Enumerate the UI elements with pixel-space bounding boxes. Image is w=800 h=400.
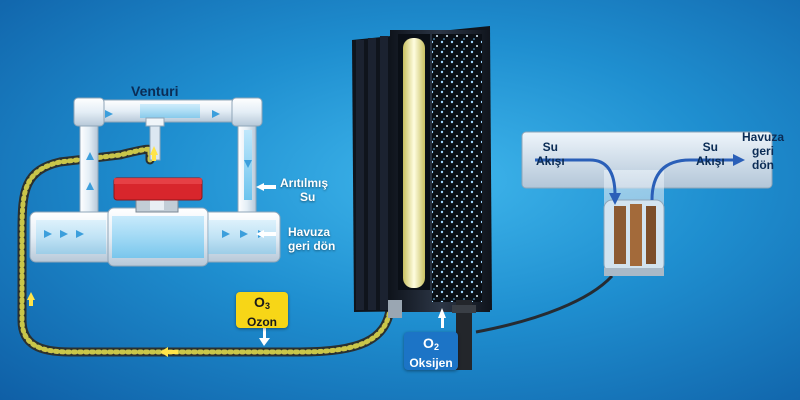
return-to-pool-right-line3: dön xyxy=(752,158,775,172)
ozone-badge: O3 Ozon xyxy=(236,292,288,329)
water-flow-label-left: Su Akışı xyxy=(536,140,565,168)
ozone-direction-arrows xyxy=(27,146,178,357)
venturi-label: Venturi xyxy=(131,83,179,99)
label-pointer-arrows xyxy=(256,183,446,346)
ozone-formula-base: O xyxy=(254,294,265,310)
purified-water-line1: Arıtılmış xyxy=(280,176,329,190)
water-flow-right-line1: Su xyxy=(702,140,719,154)
water-flow-label-right: Su Akışı xyxy=(696,140,725,168)
water-flow-left-line2: Akışı xyxy=(536,154,565,168)
purified-water-line2: Su xyxy=(300,190,316,204)
purified-water-label: Arıtılmış Su xyxy=(280,176,328,204)
oxygen-formula: O2 xyxy=(404,332,458,356)
return-to-pool-right-line1: Havuza xyxy=(742,130,785,144)
tee-filter xyxy=(521,131,773,276)
ball-valve xyxy=(113,177,203,213)
ozone-formula-sub: 3 xyxy=(264,301,270,311)
oxygen-name: Oksijen xyxy=(409,356,453,370)
water-flow-right-line2: Akışı xyxy=(696,154,725,168)
ozone-formula: O3 xyxy=(236,292,288,315)
oxygen-badge: O2 Oksijen xyxy=(404,332,458,370)
ozone-generator xyxy=(352,26,492,370)
water-flow-left-line1: Su xyxy=(542,140,559,154)
venturi-feed-line xyxy=(475,274,614,334)
return-to-pool-left-line1: Havuza xyxy=(288,225,331,239)
oxygen-formula-sub: 2 xyxy=(433,342,439,352)
ozone-tube xyxy=(17,144,395,357)
return-to-pool-right-line2: geri xyxy=(752,144,775,158)
return-to-pool-left-line2: geri dön xyxy=(288,239,336,253)
ozone-name: Ozon xyxy=(247,315,277,329)
return-to-pool-label-left: Havuza geri dön xyxy=(288,225,335,253)
oxygen-formula-base: O xyxy=(423,335,434,351)
return-to-pool-label-right: Havuza geri dön xyxy=(742,130,784,172)
